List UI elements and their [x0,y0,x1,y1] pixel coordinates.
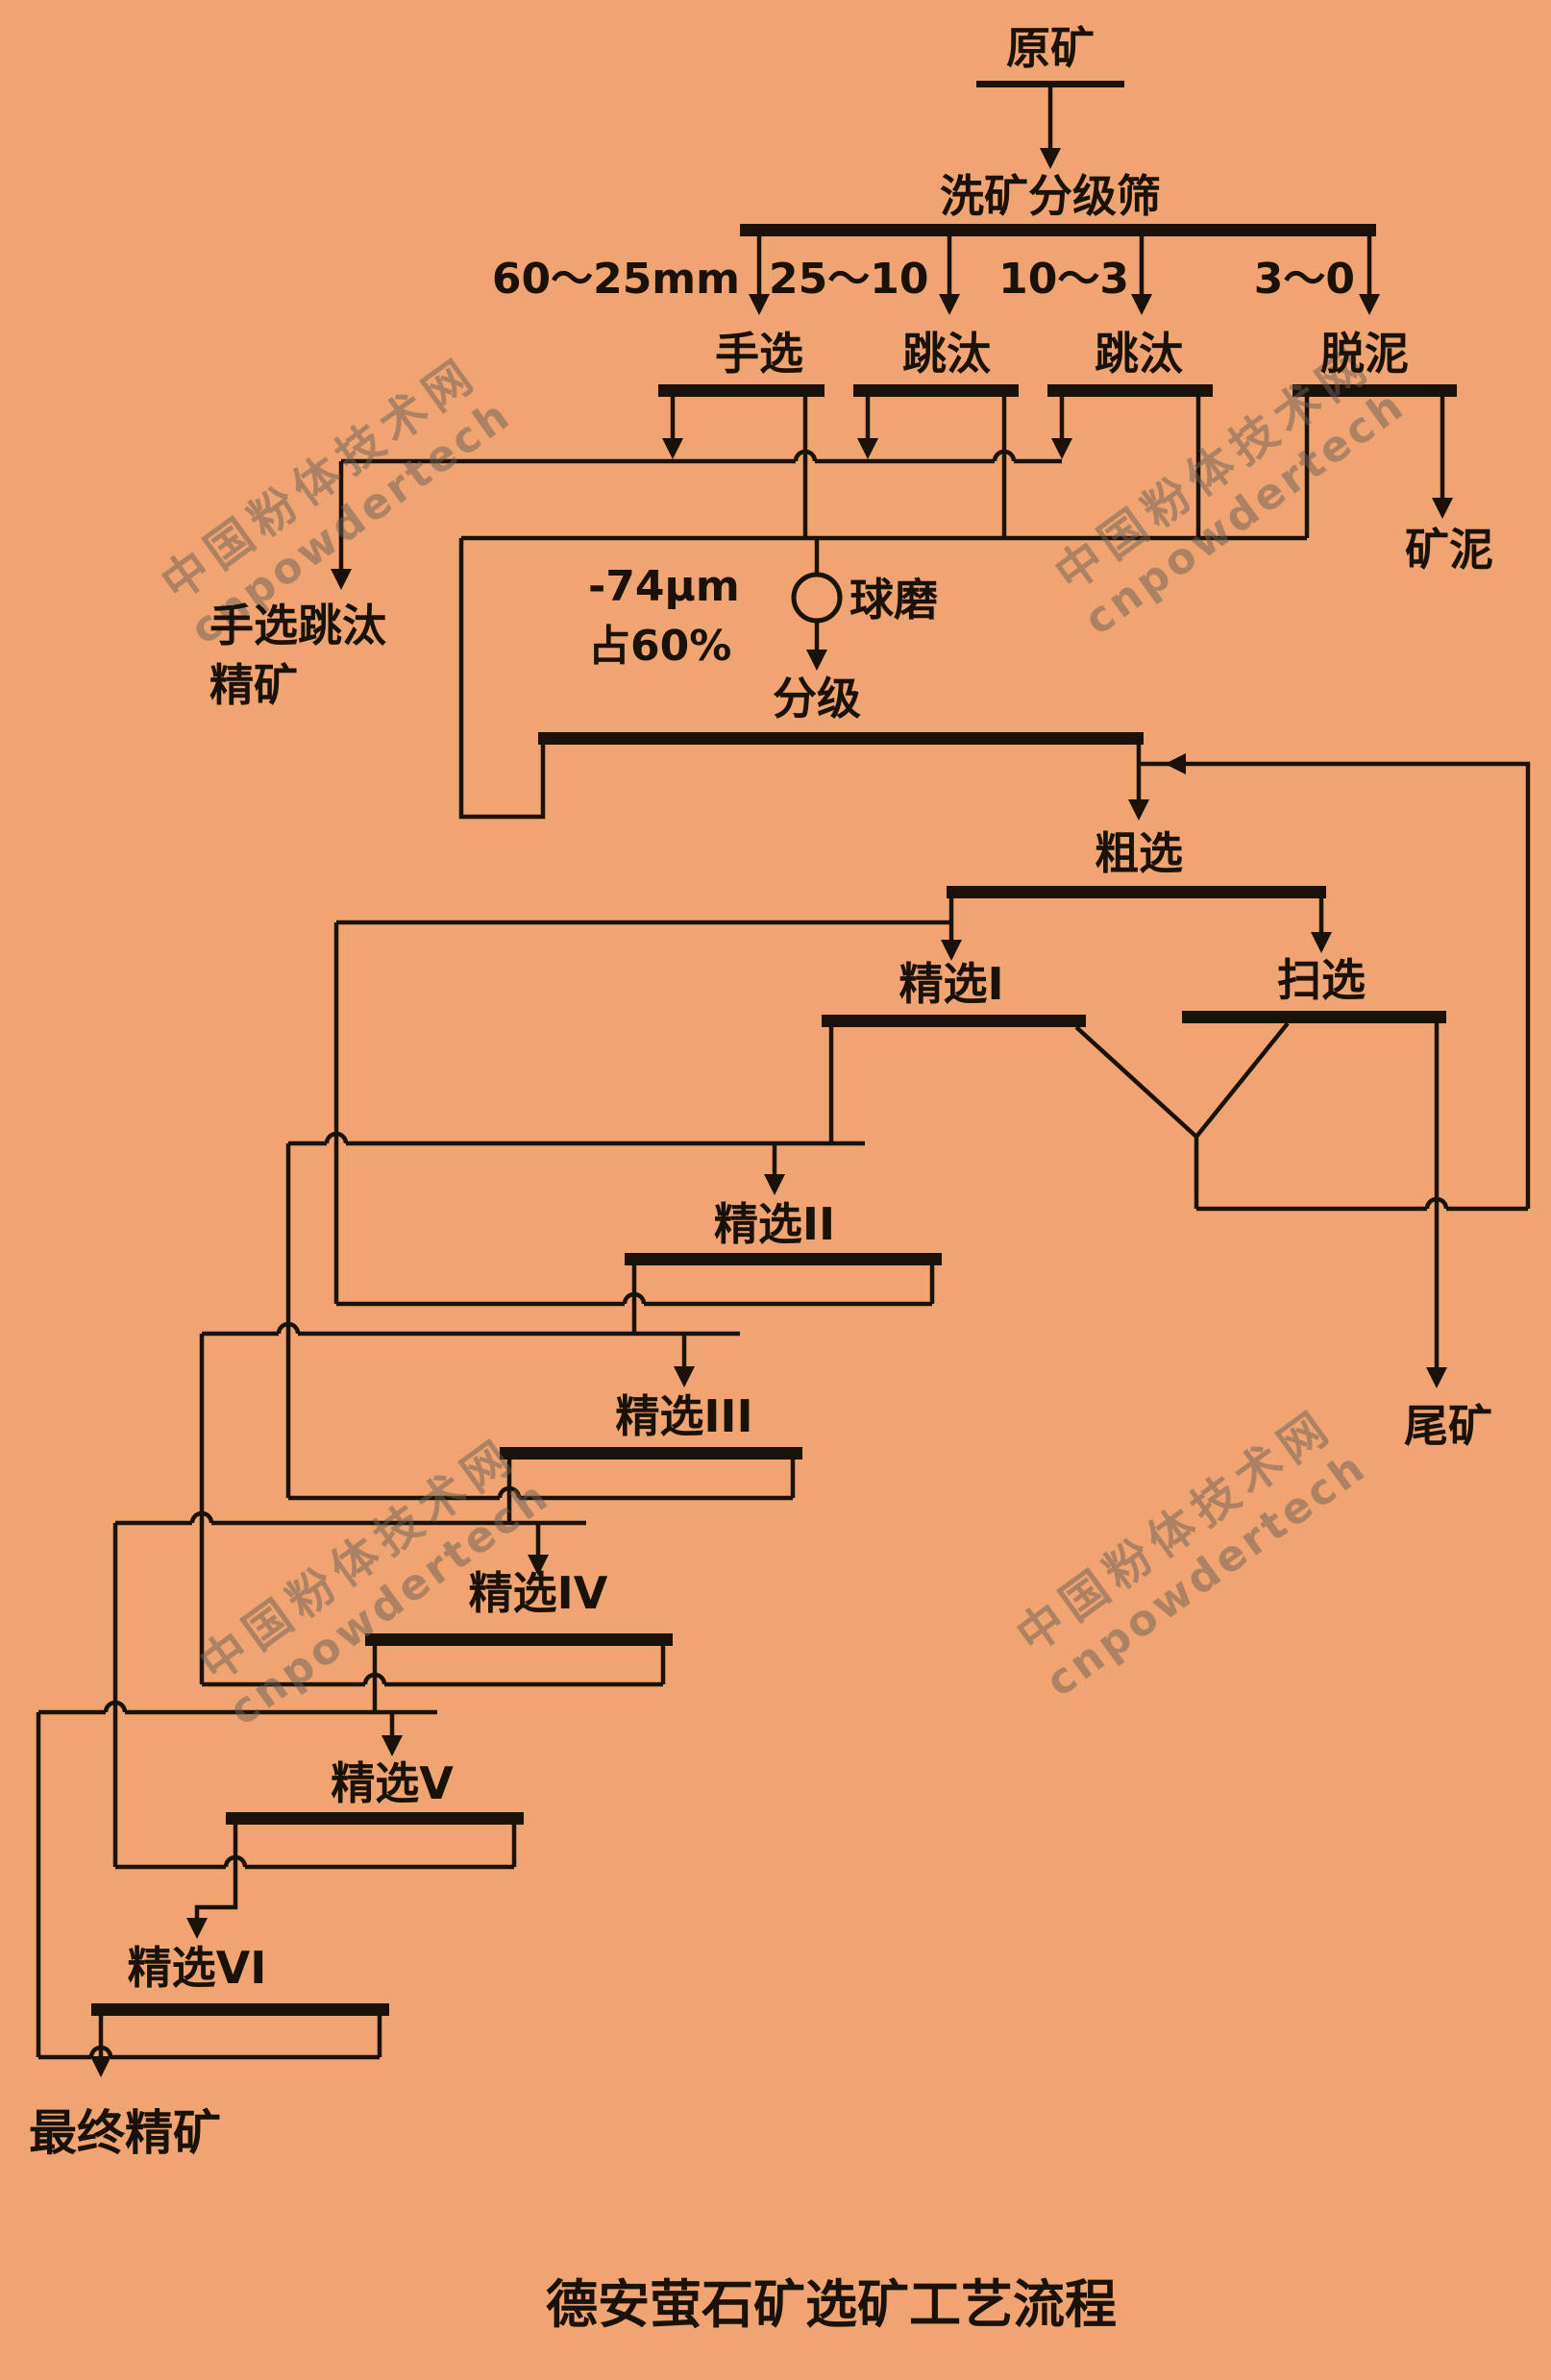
scavenger-bar [1182,1011,1446,1023]
cleaner1-bar [822,1015,1086,1027]
size-fraction-4: 3～0 [1253,255,1355,304]
node-wash-screen: 洗矿分级筛 [940,170,1161,222]
top-section-lines [338,87,1445,820]
process-bars [91,81,1457,2016]
cleaner4-bar [365,1633,673,1646]
node-cleaner-3: 精选III [615,1390,753,1442]
node-tailings: 尾矿 [1404,1400,1492,1452]
node-hand-sort: 手选 [715,328,803,380]
hand-sort-bar [658,384,825,397]
hand-jig-concentrate-line2: 精矿 [209,659,298,711]
fineness-line1: -74μm [588,562,740,611]
wash-screen-bar [740,224,1376,236]
node-raw-ore: 原矿 [1006,22,1095,74]
cleaner-cascade-lines [36,920,951,2068]
size-fraction-3: 10～3 [998,255,1129,304]
diagram-title: 德安萤石矿选矿工艺流程 [546,2274,1117,2335]
fineness-annotation: -74μm 占60% [588,557,740,676]
rougher-scavenger-lines [948,745,1531,1379]
node-final-concentrate: 最终精矿 [29,2105,221,2161]
jig2-bar [1047,384,1213,397]
node-cleaner-2: 精选II [713,1198,836,1250]
node-hand-jig-concentrate: 手选跳汰 精矿 [209,596,386,715]
classifier-bar [538,732,1144,745]
arrowheads [90,148,1453,2077]
deslime-bar [1292,384,1457,397]
node-jig-1: 跳汰 [902,328,991,380]
node-rougher: 粗选 [1095,827,1183,879]
cleaner5-bar [226,1812,524,1825]
size-fraction-1: 60～25mm [491,255,740,304]
raw-ore-underline [976,81,1124,87]
node-cleaner-6: 精选VI [127,1942,267,1994]
node-slime: 矿泥 [1405,524,1493,576]
node-ball-mill: 球磨 [849,574,938,626]
ball-mill-circle [791,572,843,624]
node-scavenger: 扫选 [1277,954,1366,1006]
fineness-line2: 占60% [588,622,732,671]
hand-jig-concentrate-line1: 手选跳汰 [209,600,386,651]
node-cleaner-5: 精选V [331,1757,454,1809]
cleaner6-bar [91,2003,389,2016]
node-jig-2: 跳汰 [1095,328,1183,380]
node-classifier: 分级 [773,673,861,724]
node-cleaner-4: 精选IV [468,1567,608,1619]
jig1-bar [853,384,1019,397]
cleaner3-bar [500,1447,802,1460]
cleaner2-bar [625,1253,942,1265]
rougher-bar [947,886,1326,898]
node-cleaner-1: 精选I [899,958,1004,1010]
node-deslime: 脱泥 [1320,328,1409,380]
size-fraction-2: 25～10 [769,255,929,304]
